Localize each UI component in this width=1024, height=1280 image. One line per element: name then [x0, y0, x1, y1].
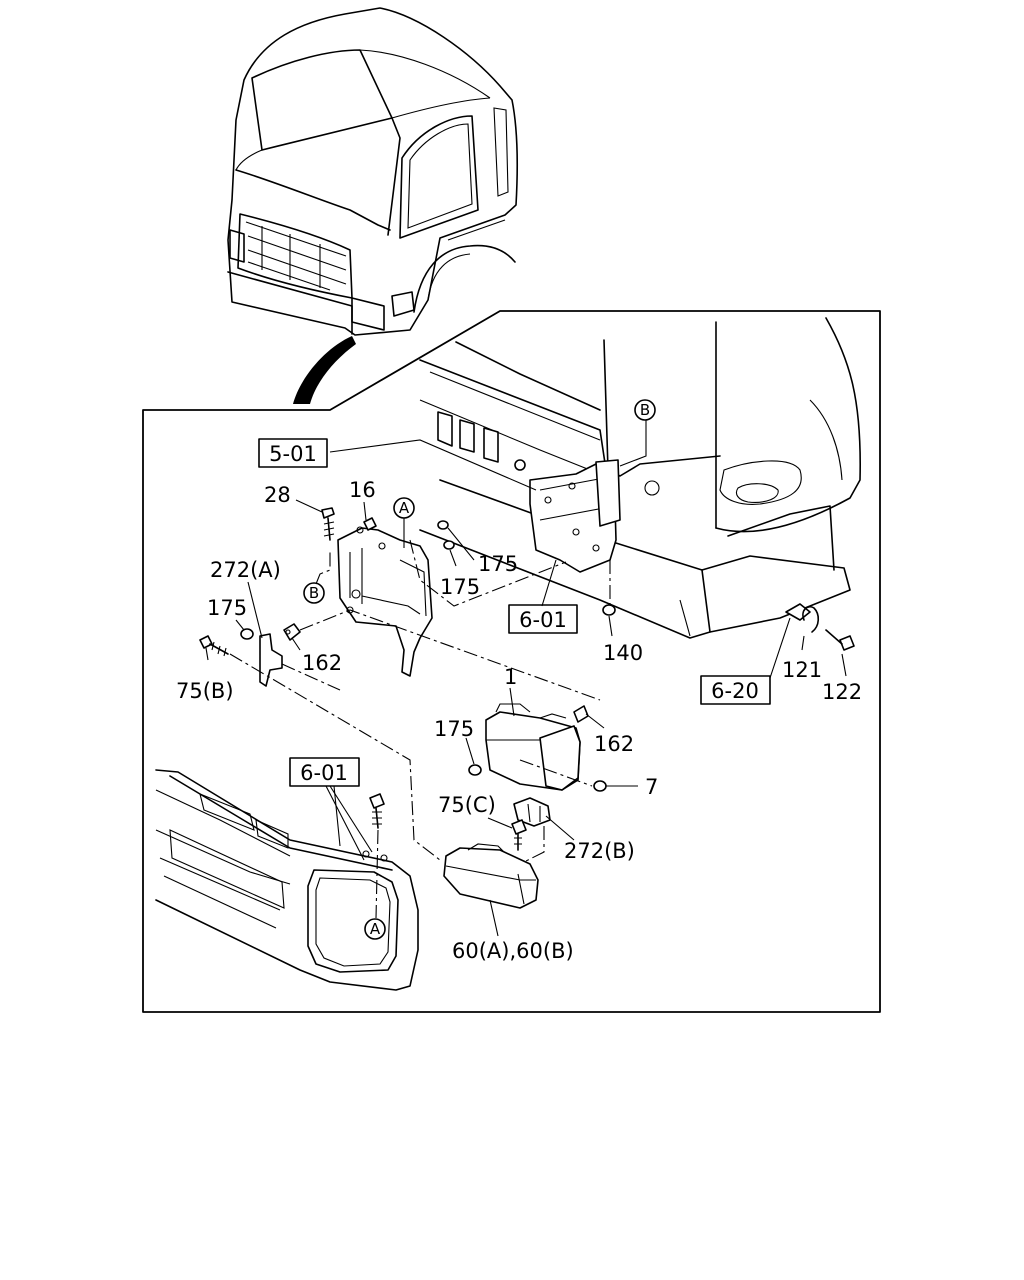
- ref-box-label: 5-01: [269, 442, 317, 466]
- callout-letter: B: [309, 584, 319, 602]
- callout-a-top: A: [393, 497, 415, 519]
- mounting-bracket: [337, 517, 433, 677]
- ref-box-6-20: 6-20: [700, 675, 771, 705]
- part-label-140: 140: [603, 641, 643, 665]
- truck-cab-illustration: [227, 7, 518, 336]
- front-bumper: [155, 769, 419, 991]
- reference-boxes: 5-01 6-01 6-20 6-01: [258, 438, 771, 787]
- part-labels: 28 16 175 175 272(A) 175 162 75(B) 140 1…: [176, 478, 862, 963]
- ref-box-6-01-upper: 6-01: [508, 604, 578, 634]
- part-label-60: 60(A),60(B): [452, 939, 574, 963]
- callout-letter: A: [399, 499, 410, 517]
- ref-box-6-01-lower: 6-01: [289, 757, 360, 787]
- part-label-175: 175: [207, 596, 247, 620]
- part-label-162: 162: [594, 732, 634, 756]
- cab-front-structure: [419, 317, 862, 639]
- callout-b-top: B: [634, 399, 656, 421]
- part-label-175: 175: [440, 575, 480, 599]
- part-label-272b: 272(B): [564, 839, 635, 863]
- detail-pointer-arrow: [293, 336, 356, 404]
- callout-b-left: B: [303, 582, 325, 604]
- ref-box-5-01: 5-01: [258, 438, 328, 468]
- fasteners: [199, 507, 855, 851]
- circled-callouts: B A B A: [303, 399, 656, 940]
- part-label-175: 175: [478, 552, 518, 576]
- callout-letter: A: [370, 920, 381, 938]
- part-label-28: 28: [264, 483, 291, 507]
- part-label-75b: 75(B): [176, 679, 234, 703]
- callout-a-bottom: A: [364, 918, 386, 940]
- part-label-122: 122: [822, 680, 862, 704]
- part-label-175: 175: [434, 717, 474, 741]
- callout-letter: B: [640, 401, 650, 419]
- part-label-75c: 75(C): [438, 793, 496, 817]
- ref-box-label: 6-01: [519, 608, 567, 632]
- detail-frame: [142, 310, 881, 1013]
- part-label-272a: 272(A): [210, 558, 281, 582]
- part-label-162: 162: [302, 651, 342, 675]
- ref-box-label: 6-20: [711, 679, 759, 703]
- ref-box-label: 6-01: [300, 761, 348, 785]
- part-label-7: 7: [645, 775, 658, 799]
- part-label-121: 121: [782, 658, 822, 682]
- part-label-1: 1: [504, 665, 517, 689]
- corner-lamp: [485, 703, 581, 791]
- side-marker-lamp: [443, 843, 539, 909]
- leader-lines: [205, 420, 847, 937]
- part-label-16: 16: [349, 478, 376, 502]
